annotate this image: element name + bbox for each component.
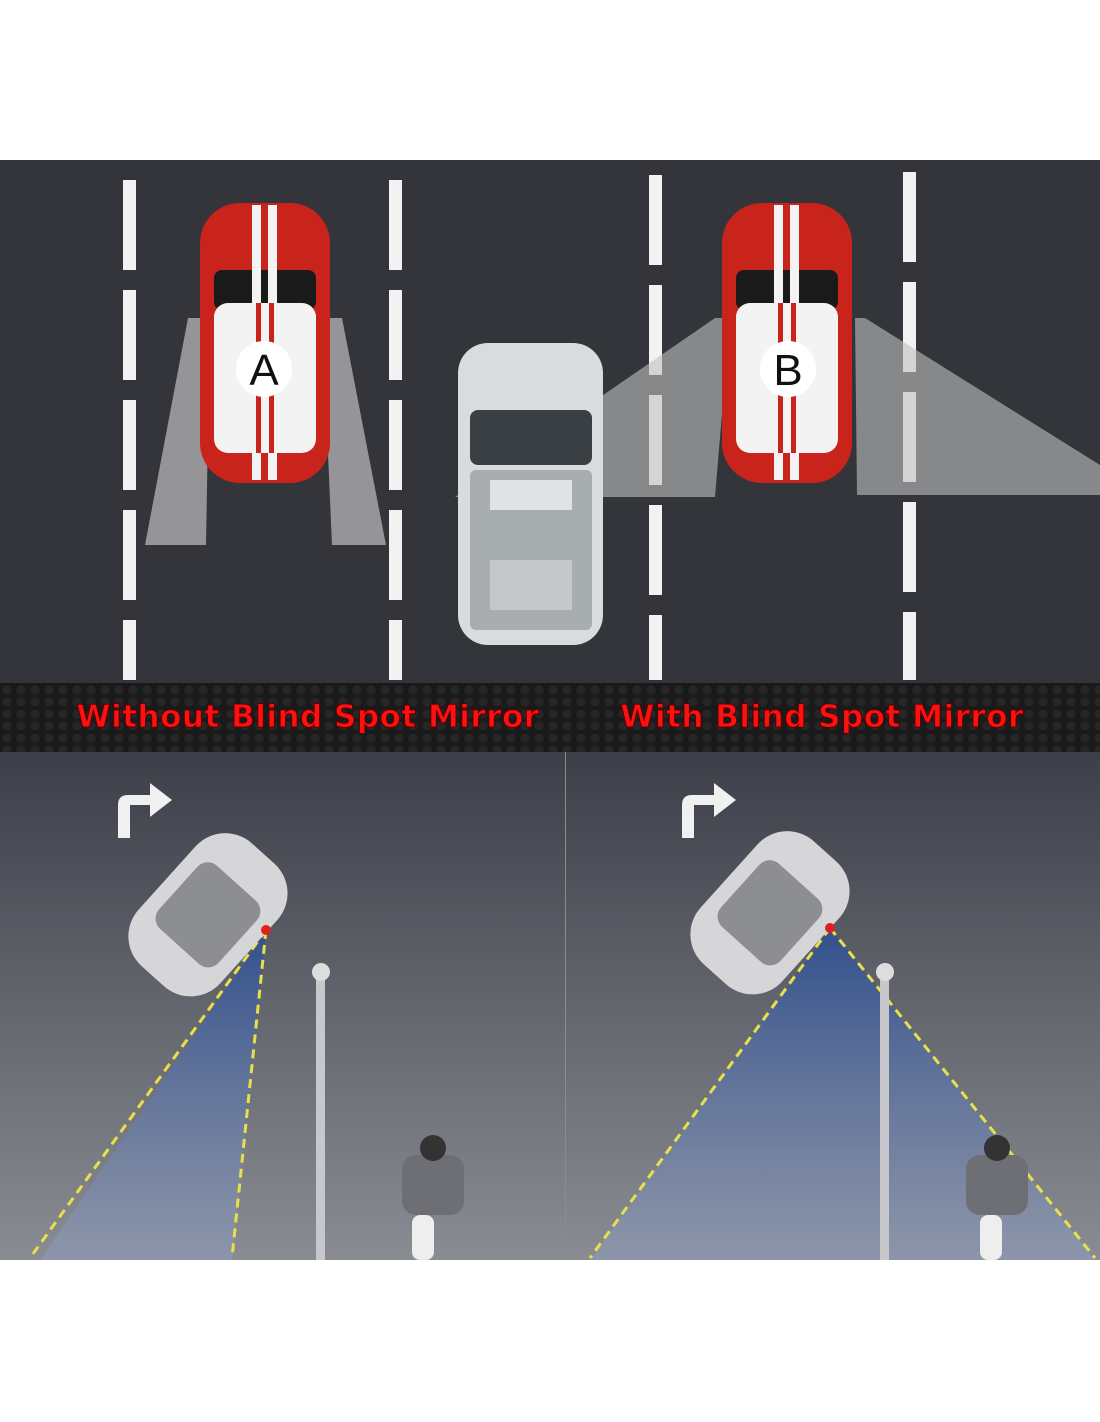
bottom-left-panel — [0, 752, 565, 1260]
car-a: A — [200, 203, 330, 483]
motorcyclist — [402, 1135, 464, 1260]
street-pole — [316, 975, 325, 1260]
motorcyclist — [966, 1135, 1028, 1260]
street-pole — [880, 975, 889, 1260]
mirror-view-cone — [145, 318, 210, 545]
car-b: B — [722, 203, 852, 483]
turn-right-arrow-icon — [682, 783, 736, 838]
mirror-view-cone — [855, 318, 1100, 495]
caption-banner: Without Blind Spot Mirror With Blind Spo… — [0, 683, 1100, 752]
white-suv — [458, 343, 603, 645]
turn-right-arrow-icon — [118, 783, 172, 838]
car-a-label: A — [249, 346, 279, 395]
mirror-view-cone — [322, 318, 386, 545]
turning-car — [128, 833, 288, 997]
without-mirror-label: Without Blind Spot Mirror — [76, 699, 539, 735]
with-mirror-label: With Blind Spot Mirror — [620, 699, 1024, 735]
top-road-scene: A B — [0, 160, 1100, 683]
bottom-right-panel — [566, 752, 1100, 1260]
turning-car — [690, 831, 850, 995]
car-b-label: B — [773, 346, 802, 395]
